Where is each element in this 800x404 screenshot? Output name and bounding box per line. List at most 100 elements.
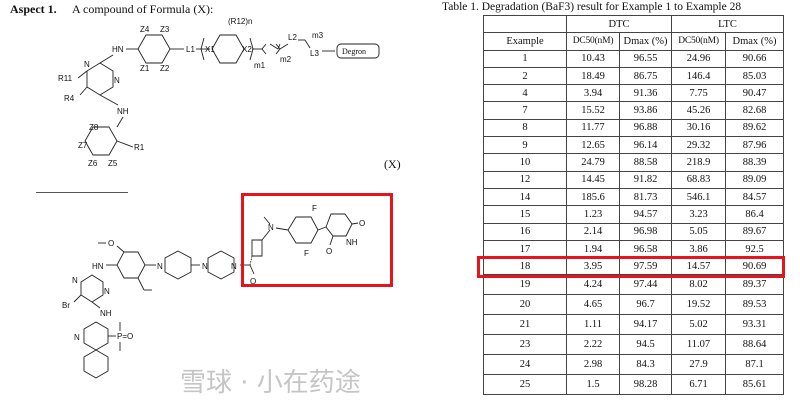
atom-label: Br [62, 301, 70, 310]
table-cell: 82.68 [725, 101, 784, 120]
table-cell: 84.3 [619, 354, 672, 376]
table-cell: 94.17 [619, 314, 672, 336]
atom-label: NH [100, 309, 112, 318]
group-header-row: DTC LTC [483, 14, 784, 34]
atom-label: Z7 [78, 141, 88, 150]
atom-label: HN [112, 45, 124, 54]
table-cell: 3.94 [566, 84, 620, 103]
atom-label: R11 [58, 74, 73, 83]
table-cell: 96.14 [619, 136, 672, 155]
atom-label: F [312, 204, 317, 213]
table-cell: 45.26 [671, 101, 726, 120]
table-cell: 185.6 [566, 187, 620, 207]
table-cell: 2.14 [566, 222, 620, 241]
atom-label: R4 [64, 94, 75, 103]
table-cell: 10 [483, 153, 567, 172]
atom-label: X2 [242, 45, 252, 54]
atom-label: Z2 [160, 64, 170, 73]
table-cell: 94.57 [619, 205, 672, 224]
table-cell: 25 [483, 374, 567, 396]
atom-label: N [202, 262, 208, 271]
table-cell: 9 [483, 136, 567, 155]
table-cell: 6.71 [671, 374, 726, 396]
table-caption: Table 1. Degradation (BaF3) result for E… [442, 1, 742, 13]
table-cell: 18.49 [566, 66, 620, 86]
table-cell: 89.67 [725, 222, 784, 241]
table-cell: 94.5 [619, 334, 672, 356]
atom-label: O [108, 239, 114, 248]
table-cell: 2.98 [566, 354, 620, 376]
table-cell: 96.98 [619, 222, 672, 241]
table-cell: 85.03 [725, 66, 784, 86]
atom-label: N [104, 287, 110, 296]
table-cell: 30.16 [671, 118, 726, 138]
table-cell: 15 [483, 205, 567, 224]
table-cell: 19.52 [671, 294, 726, 316]
aspect-description: A compound of Formula (X): [72, 2, 214, 16]
table-cell: 85.61 [725, 374, 784, 396]
table-cell: 68.83 [671, 170, 726, 189]
atom-label: O [250, 277, 256, 286]
table-cell: 84.57 [725, 187, 784, 207]
table-cell: 21 [483, 314, 567, 336]
table-cell: 24.96 [671, 49, 726, 68]
atom-label: F [304, 249, 309, 258]
row-highlight-box [477, 256, 785, 278]
table-cell: 23 [483, 334, 567, 356]
atom-label: L3 [310, 49, 319, 58]
table-cell: 89.53 [725, 294, 784, 316]
watermark: 雪球 · 小在药途 [180, 368, 361, 398]
column-header: Dmax (%) [619, 32, 672, 51]
atom-label: R1 [134, 143, 145, 152]
table-cell: 86.4 [725, 205, 784, 224]
atom-label: Z4 [140, 25, 150, 34]
atom-label: NH [346, 238, 358, 247]
table-cell: 96.55 [619, 49, 672, 68]
table-cell: 90.66 [725, 49, 784, 68]
table-cell: 1.5 [566, 374, 620, 396]
table-cell: 87.96 [725, 136, 784, 155]
atom-label: O [359, 219, 365, 228]
table-cell: 2 [483, 66, 567, 86]
table-cell: 15.52 [566, 101, 620, 120]
table-cell: 86.75 [619, 66, 672, 86]
atom-label: Z3 [160, 25, 170, 34]
table-cell: 96.88 [619, 118, 672, 138]
table-cell: 90.47 [725, 84, 784, 103]
table-cell: 218.9 [671, 153, 726, 172]
table-cell: 12.65 [566, 136, 620, 155]
table-cell: 88.58 [619, 153, 672, 172]
atom-label: m3 [312, 31, 324, 40]
table-cell: 7 [483, 101, 567, 120]
table-cell: 5.02 [671, 314, 726, 336]
table-cell: 7.75 [671, 84, 726, 103]
column-header: DC50(nM) [671, 32, 726, 51]
atom-label: Z5 [108, 159, 118, 168]
table-cell: 88.39 [725, 153, 784, 172]
separator-line [36, 192, 128, 193]
atom-label: X1 [205, 45, 215, 54]
table-cell: 5.05 [671, 222, 726, 241]
table-cell: 88.64 [725, 334, 784, 356]
table-cell: 91.82 [619, 170, 672, 189]
table-cell: 4 [483, 84, 567, 103]
table-cell: 4.65 [566, 294, 620, 316]
degron-label: Degron [342, 47, 366, 56]
table-cell: 91.36 [619, 84, 672, 103]
atom-label: P=O [117, 332, 133, 341]
table-cell: 14 [483, 187, 567, 207]
atom-label: (R12)n [228, 17, 252, 26]
atom-label: Z8 [89, 123, 99, 132]
table-cell: 10.43 [566, 49, 620, 68]
